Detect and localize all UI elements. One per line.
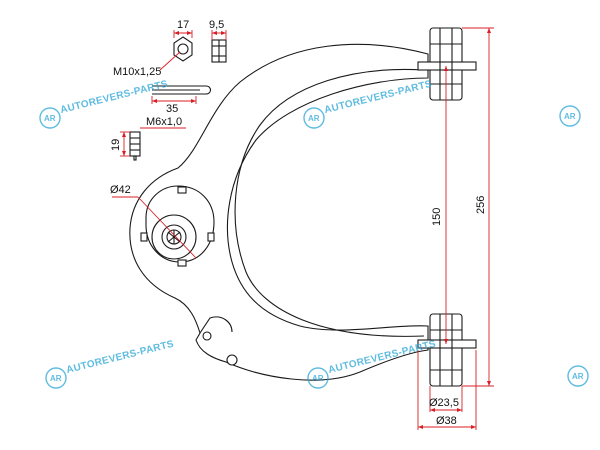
watermark-logo-icon xyxy=(39,107,61,129)
dimension-arrows xyxy=(122,28,491,429)
svg-text:AR: AR xyxy=(308,114,320,123)
dim-bushing-outer-diameter: Ø38 xyxy=(436,415,457,427)
svg-text:AR: AR xyxy=(572,372,584,381)
ball-joint-tabs xyxy=(140,186,215,267)
dim-nut-thread: M10x1,25 xyxy=(113,66,161,78)
wheel-stud xyxy=(129,131,141,161)
dim-bushing-inner-diameter: Ø23,5 xyxy=(429,397,459,409)
arm-mount-hole-2 xyxy=(226,354,238,366)
control-arm-body xyxy=(129,43,429,381)
watermark-logo-icon xyxy=(303,107,325,129)
cotter-pin xyxy=(152,85,212,95)
arm-inner-rib xyxy=(234,68,425,337)
svg-text:AUTOREVERS-PARTS: AUTOREVERS-PARTS xyxy=(65,339,175,376)
dim-nut-width: 17 xyxy=(177,19,189,31)
bottom-bushing xyxy=(417,313,477,387)
nut-side-view xyxy=(211,39,227,63)
dimension-lines xyxy=(112,27,494,430)
watermark-4: AR AUTOREVERS-PARTS xyxy=(45,339,175,389)
dim-ball-joint-diameter: Ø42 xyxy=(110,184,131,196)
arm-rear-flange xyxy=(199,316,233,334)
arm-outer-contour xyxy=(129,43,429,381)
dim-overall-length: 256 xyxy=(475,196,487,214)
svg-text:AUTOREVERS-PARTS: AUTOREVERS-PARTS xyxy=(59,79,169,116)
dimension-labels: 17 9,5 M10x1,25 35 M6x1,0 19 Ø42 150 256… xyxy=(110,19,487,427)
watermark-logo-icon xyxy=(45,367,67,389)
watermark-logo-icon xyxy=(559,105,581,127)
watermark-6: AR xyxy=(567,365,589,387)
svg-text:AR: AR xyxy=(564,112,576,121)
svg-text:AR: AR xyxy=(312,374,324,383)
dim-cotter-pin-length: 35 xyxy=(166,103,178,115)
watermark-logo-icon xyxy=(307,367,329,389)
watermark-logo-icon xyxy=(567,365,589,387)
watermark-3: AR xyxy=(559,105,581,127)
svg-text:AR: AR xyxy=(50,374,62,383)
svg-text:AR: AR xyxy=(44,114,56,123)
ball-joint-stud-splines xyxy=(166,229,182,245)
dim-stud-thread: M6x1,0 xyxy=(146,116,182,128)
dim-bushing-spacing: 150 xyxy=(431,208,443,226)
dim-nut-thickness: 9,5 xyxy=(209,19,224,31)
arm-mount-hole-1 xyxy=(202,331,212,341)
dim-stud-length: 19 xyxy=(110,139,122,151)
castle-nut xyxy=(173,36,227,63)
